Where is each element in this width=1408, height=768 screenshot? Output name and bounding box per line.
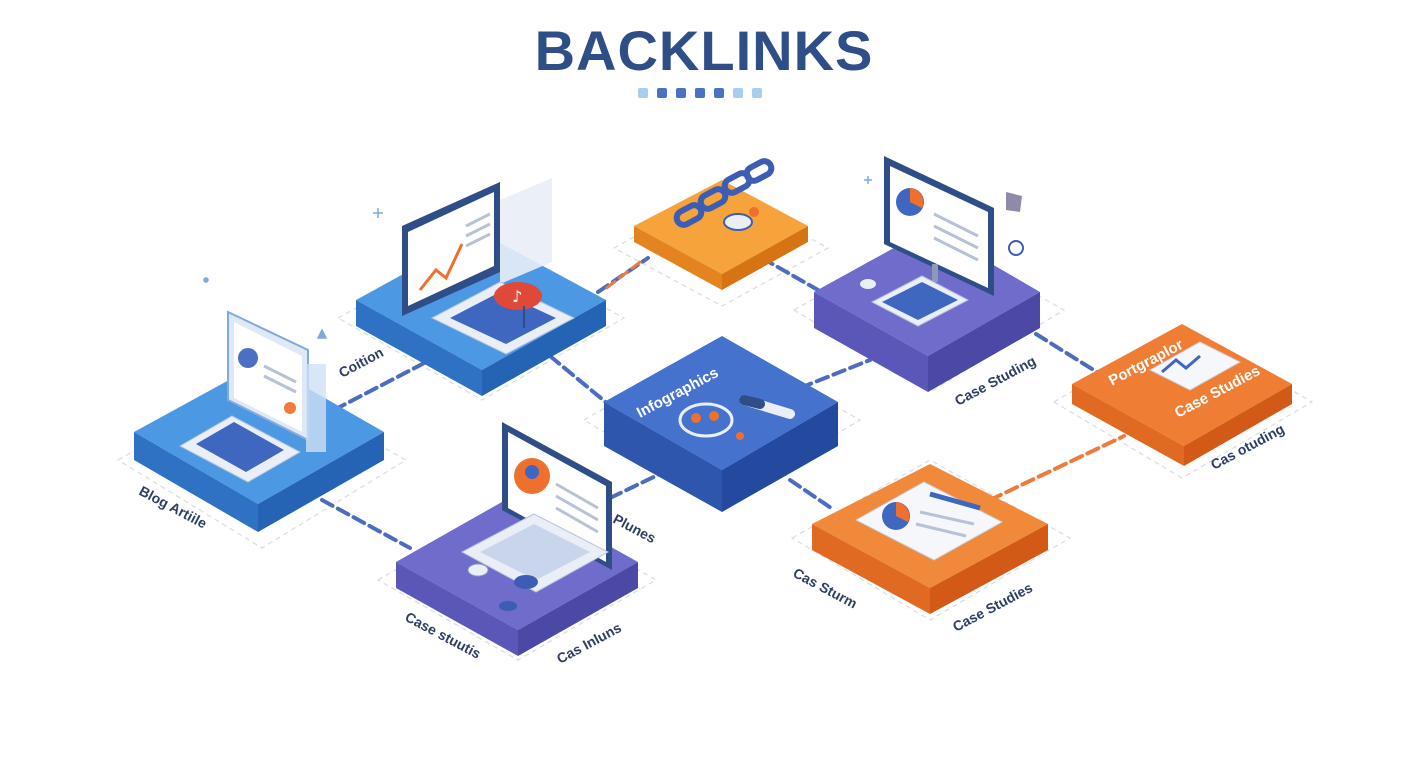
- chain-icon: [673, 158, 775, 228]
- platform-portgraplor: Portgraplor Case Studies: [1072, 324, 1292, 466]
- label-plunes: Plunes: [611, 511, 659, 547]
- target-icon: [678, 402, 734, 438]
- chain-link: [548, 354, 610, 406]
- trend-line-icon: [1161, 354, 1201, 374]
- svg-text:♪: ♪: [512, 287, 522, 306]
- chain-link: [332, 358, 432, 412]
- platform-case-studing: [814, 156, 1040, 392]
- title-dot: [676, 88, 686, 98]
- chart-icon: [284, 402, 296, 414]
- title-dot: [733, 88, 743, 98]
- mouse-icon: [514, 575, 538, 589]
- platform-infographics: Infographics: [604, 336, 838, 512]
- avatar-icon: [238, 348, 258, 368]
- chain-link: [602, 260, 642, 292]
- diagram-title: BACKLINKS: [534, 19, 874, 82]
- chain-link: [320, 498, 412, 550]
- label-cas-sturm: Cas Sturm: [791, 565, 860, 612]
- music-icon: [494, 282, 542, 310]
- label-coition: Coition: [336, 344, 386, 381]
- clock-icon: [1008, 240, 1024, 256]
- chain-links: [320, 256, 1126, 550]
- platform-blog-article: [134, 310, 384, 532]
- chain-link: [798, 358, 872, 390]
- chain-link: [988, 434, 1126, 502]
- platform-coition: ♪: [356, 178, 606, 396]
- title-dot: [638, 88, 648, 98]
- title-dot: [752, 88, 762, 98]
- platform-case-studies-orange: [812, 464, 1048, 614]
- title-decoration-dots: [638, 88, 762, 98]
- title-dot: [657, 88, 667, 98]
- platform-links: [634, 158, 808, 290]
- decorative-sparkles: [203, 176, 872, 339]
- shield-icon: [1006, 192, 1022, 212]
- trend-line-icon: [418, 243, 464, 291]
- platform-case-studies: [396, 422, 638, 656]
- chain-link: [788, 478, 836, 512]
- chain-link: [1034, 332, 1102, 376]
- chain-link: [608, 470, 666, 500]
- title-dot: [714, 88, 724, 98]
- chain-link: [760, 256, 820, 292]
- title-dot: [695, 88, 705, 98]
